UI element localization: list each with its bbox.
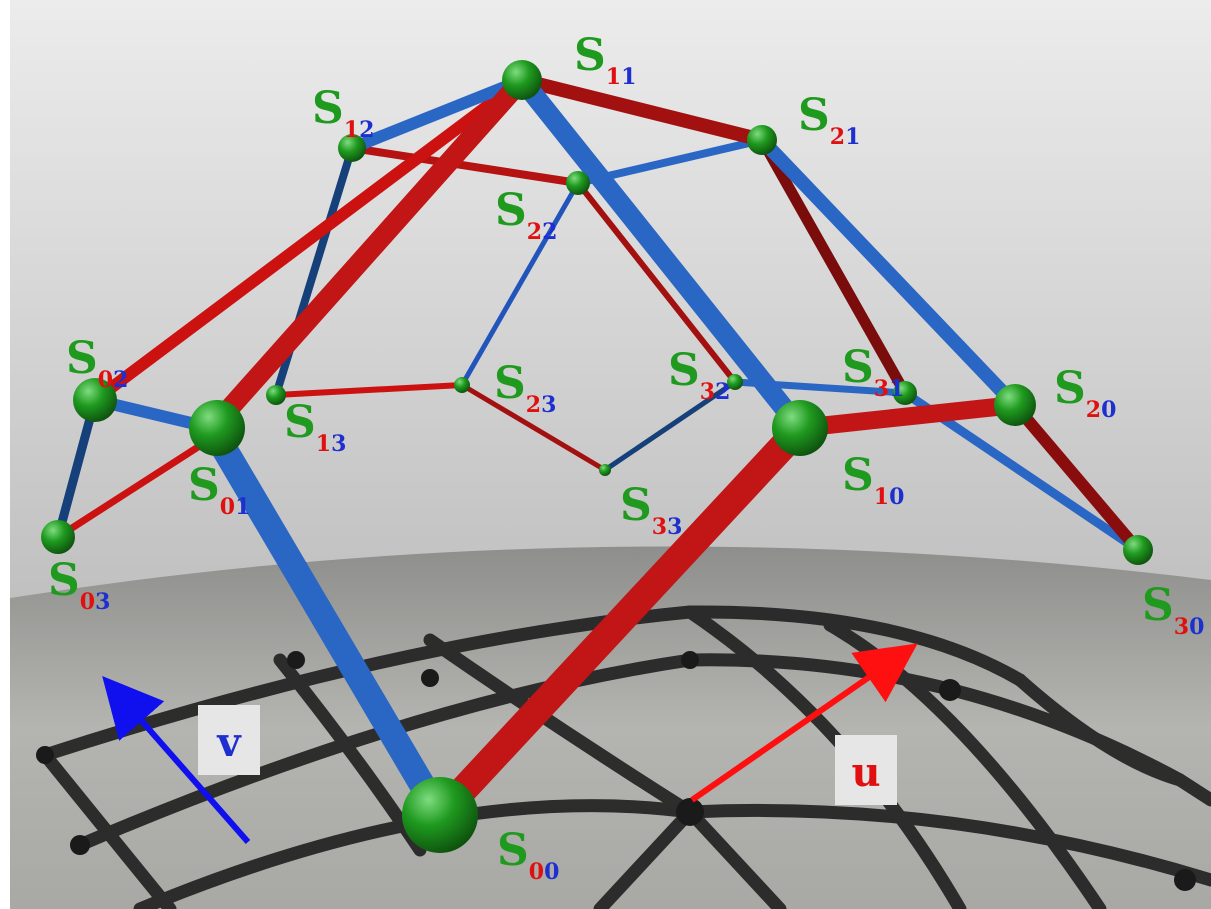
label-letter: S — [668, 345, 700, 396]
label-index-v: 3 — [667, 514, 682, 540]
label-index-v: 3 — [95, 589, 110, 615]
sphere-s03 — [41, 520, 75, 554]
label-index-u: 3 — [1174, 614, 1189, 640]
label-index-v: 0 — [1189, 614, 1204, 640]
label-index-u: 2 — [1086, 397, 1101, 423]
label-index-v: 3 — [331, 431, 346, 457]
sphere-s01 — [189, 400, 245, 456]
label-index-v: 2 — [359, 117, 374, 143]
label-letter: S — [497, 825, 529, 876]
sphere-s20 — [994, 384, 1036, 426]
label-index-u: 0 — [98, 367, 113, 393]
label-letter: S — [798, 90, 830, 141]
label-letter: S — [495, 185, 527, 236]
label-index-v: 0 — [889, 484, 904, 510]
sphere-s23 — [454, 377, 470, 393]
label-index-v: 3 — [541, 392, 556, 418]
label-letter: S — [48, 555, 80, 606]
label-letter: S — [66, 333, 98, 384]
label-index-u: 0 — [80, 589, 95, 615]
label-index-u: 1 — [874, 484, 889, 510]
label-letter: S — [620, 480, 652, 531]
label-index-v: 0 — [544, 859, 559, 885]
label-letter: S — [1142, 580, 1174, 631]
label-index-u: 2 — [527, 219, 542, 245]
label-index-v: 2 — [542, 219, 557, 245]
label-index-u: 1 — [316, 431, 331, 457]
label-index-u: 1 — [606, 64, 621, 90]
label-letter: S — [284, 397, 316, 448]
label-letter: S — [188, 460, 220, 511]
label-letter: S — [1054, 363, 1086, 414]
label-index-u: 3 — [652, 514, 667, 540]
v-axis-label: v — [216, 719, 242, 766]
label-index-u: 2 — [830, 124, 845, 150]
left-margin — [0, 0, 10, 909]
sphere-s11 — [502, 60, 542, 100]
label-index-u: 0 — [529, 859, 544, 885]
label-index-v: 2 — [113, 367, 128, 393]
sphere-s22 — [566, 171, 590, 195]
label-letter: S — [842, 342, 874, 393]
u-label-box: u — [835, 735, 897, 805]
label-index-u: 1 — [344, 117, 359, 143]
label-letter: S — [842, 450, 874, 501]
label-letter: S — [574, 30, 606, 81]
label-letter: S — [494, 358, 526, 409]
label-index-v: 1 — [621, 64, 636, 90]
sphere-s13 — [266, 385, 286, 405]
sphere-s33 — [599, 464, 611, 476]
label-letter: S — [312, 83, 344, 134]
floor-surface — [10, 547, 1211, 909]
label-index-u: 0 — [220, 494, 235, 520]
label-index-u: 2 — [526, 392, 541, 418]
v-label-box: v — [198, 705, 260, 775]
sphere-s10 — [772, 400, 828, 456]
label-index-v: 1 — [889, 376, 904, 402]
u-axis-label: u — [851, 749, 880, 796]
label-index-u: 3 — [874, 376, 889, 402]
label-index-v: 1 — [845, 124, 860, 150]
label-index-v: 0 — [1101, 397, 1116, 423]
sphere-s30 — [1123, 535, 1153, 565]
sphere-s21 — [747, 125, 777, 155]
label-index-v: 1 — [235, 494, 250, 520]
label-index-u: 3 — [700, 379, 715, 405]
sphere-s00 — [402, 777, 478, 853]
label-index-v: 2 — [715, 379, 730, 405]
